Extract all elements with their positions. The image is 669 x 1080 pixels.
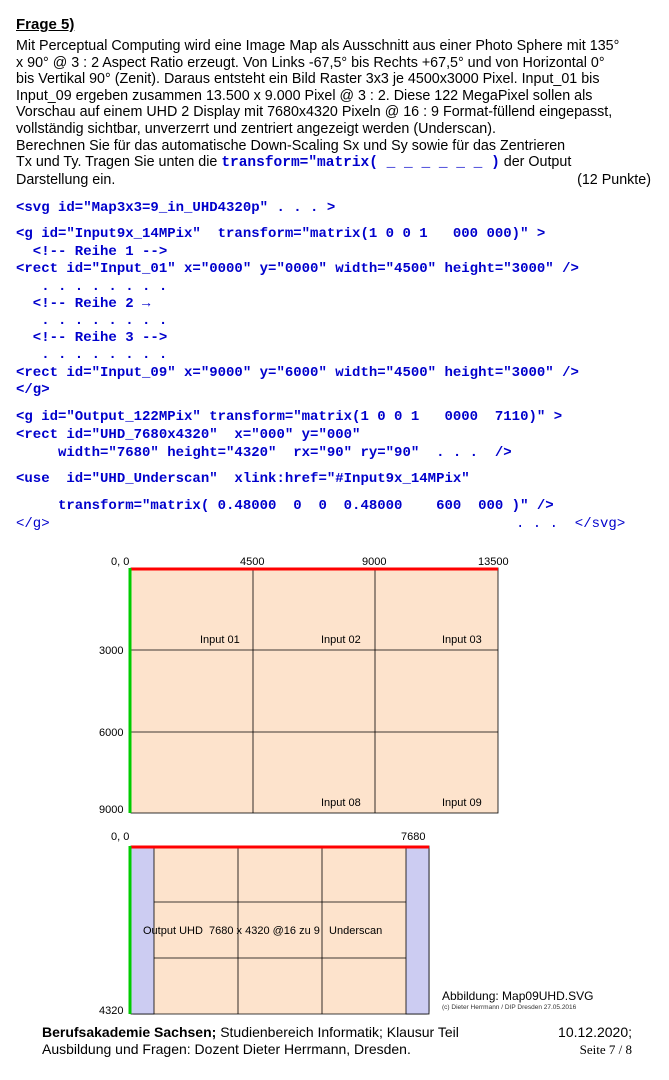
footer-school: Berufsakademie Sachsen; xyxy=(42,1024,217,1040)
code-rect-input-09: <rect id="Input_09" x="9000" y="6000" wi… xyxy=(16,365,579,381)
code-comment-row-1: <!-- Reihe 1 --> xyxy=(16,244,168,260)
uhd-origin-label: 0, 0 xyxy=(111,831,129,843)
question-line-8-end: der Output xyxy=(499,154,572,171)
question-line-9: Darstellung ein. (12 Punkte) xyxy=(16,172,661,189)
code-comment-row-3: <!-- Reihe 3 --> xyxy=(16,330,168,346)
footer-date: 10.12.2020; xyxy=(558,1024,632,1040)
code-use-transform: transform="matrix( 0.48000 0 0 0.48000 6… xyxy=(16,498,554,514)
y-tick-9000: 9000 xyxy=(99,804,123,816)
question-line-8-text: Tx und Ty. Tragen Sie unten die xyxy=(16,154,222,171)
code-rect-uhd-size: width="7680" height="4320" rx="90" ry="9… xyxy=(16,445,512,461)
figure-caption: Abbildung: Map09UHD.SVG (c) Dieter Herrm… xyxy=(442,989,593,1011)
points-label: (12 Punkte) xyxy=(577,171,651,188)
code-use-underscan: <use id="UHD_Underscan" xlink:href="#Inp… xyxy=(16,471,470,487)
code-ellipsis-1: . . . . . . . . xyxy=(16,279,168,295)
code-comment-row-2: <!-- Reihe 2 → xyxy=(16,296,151,312)
question-line-3: bis Vertikal 90° (Zenit). Daraus entsteh… xyxy=(16,71,600,88)
map-figure: 0, 0 4500 9000 13500 3000 6000 9000 Inpu… xyxy=(99,556,509,1017)
y-tick-3000: 3000 xyxy=(99,645,123,657)
uhd-x-tick-7680: 7680 xyxy=(401,831,425,843)
question-line-8: Tx und Ty. Tragen Sie unten die transfor… xyxy=(16,154,661,172)
code-svg-end: . . . </svg> xyxy=(516,516,626,532)
y-tick-6000: 6000 xyxy=(99,727,123,739)
code-group-input: <g id="Input9x_14MPix" transform="matrix… xyxy=(16,226,546,242)
footer-study-area: Studienbereich Informatik; Klausur Teil xyxy=(216,1024,459,1040)
figure-caption-title: Abbildung: Map09UHD.SVG xyxy=(442,989,594,1003)
uhd-y-tick-4320: 4320 xyxy=(99,1005,123,1017)
cell-label-input-03: Input 03 xyxy=(442,634,482,646)
code-rect-input-01: <rect id="Input_01" x="0000" y="0000" wi… xyxy=(16,261,579,277)
code-rect-uhd: <rect id="UHD_7680x4320" x="000" y="000" xyxy=(16,427,361,443)
code-group-end: </g> xyxy=(16,516,50,532)
code-ellipsis-2: . . . . . . . . xyxy=(16,313,168,329)
input-map-background xyxy=(130,567,499,814)
origin-label: 0, 0 xyxy=(111,556,129,568)
code-group-close: </g> xyxy=(16,382,50,398)
code-svg-open: <svg id="Map3x3=9_in_UHD4320p" . . . > xyxy=(16,200,336,216)
x-tick-13500: 13500 xyxy=(478,556,509,568)
code-ellipsis-3: . . . . . . . . xyxy=(16,347,168,363)
question-line-1: Mit Perceptual Computing wird eine Image… xyxy=(16,38,620,54)
cell-label-input-09: Input 09 xyxy=(442,797,482,809)
uhd-output-label: Output UHD 7680 x 4320 @16 zu 9 Undersca… xyxy=(143,925,382,937)
question-line-9-text: Darstellung ein. xyxy=(16,171,116,188)
figure-caption-credit: (c) Dieter Herrmann / DIP Dresden 27.05.… xyxy=(442,1004,577,1011)
footer-page-number: Seite 7 / 8 xyxy=(579,1042,632,1057)
question-line-6: vollständig sichtbar, unverzerrt und zen… xyxy=(16,120,496,137)
footer-line-2: Ausbildung und Fragen: Dozent Dieter Her… xyxy=(42,1041,411,1057)
page-footer: Berufsakademie Sachsen; Studienbereich I… xyxy=(42,1024,642,1058)
cell-label-input-02: Input 02 xyxy=(321,634,361,646)
x-tick-9000: 9000 xyxy=(362,556,386,568)
question-line-4: Input_09 ergeben zusammen 13.500 x 9.000… xyxy=(16,87,593,104)
question-line-7: Berechnen Sie für das automatische Down-… xyxy=(16,137,566,154)
code-group-output: <g id="Output_122MPix" transform="matrix… xyxy=(16,409,563,425)
answer-template: transform="matrix( _ _ _ _ _ _ ) xyxy=(221,155,500,172)
footer-line-1: Berufsakademie Sachsen; Studienbereich I… xyxy=(42,1024,642,1041)
cell-label-input-01: Input 01 xyxy=(200,634,240,646)
question-title: Frage 5) xyxy=(16,16,75,33)
footer-right: 10.12.2020; Seite 7 / 8 xyxy=(558,1024,632,1058)
question-text: Mit Perceptual Computing wird eine Image… xyxy=(16,38,661,188)
x-tick-4500: 4500 xyxy=(240,556,264,568)
cell-label-input-08: Input 08 xyxy=(321,797,361,809)
underscan-right-bar xyxy=(405,845,430,1015)
question-line-2: x 90° @ 3 : 2 Aspect Ratio erzeugt. Von … xyxy=(16,54,605,71)
question-line-5: Vorschau auf einem UHD 2 Display mit 768… xyxy=(16,104,613,121)
